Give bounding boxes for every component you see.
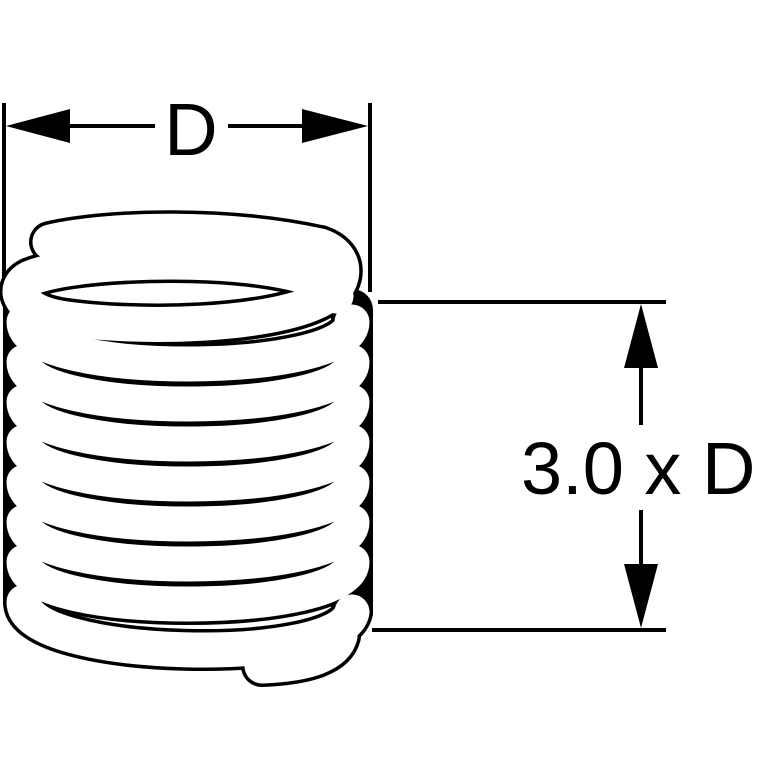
coil-fill [2, 213, 370, 684]
height-arrow-bottom [624, 564, 658, 628]
height-arrow-top [624, 304, 658, 368]
helical-coil [0, 210, 373, 687]
width-arrow-left [6, 109, 70, 143]
height-dimension: 3.0 x D [372, 300, 755, 632]
width-dimension: D [2, 88, 372, 292]
height-label: 3.0 x D [521, 427, 755, 510]
width-label: D [164, 88, 217, 171]
width-arrow-right [302, 109, 368, 143]
